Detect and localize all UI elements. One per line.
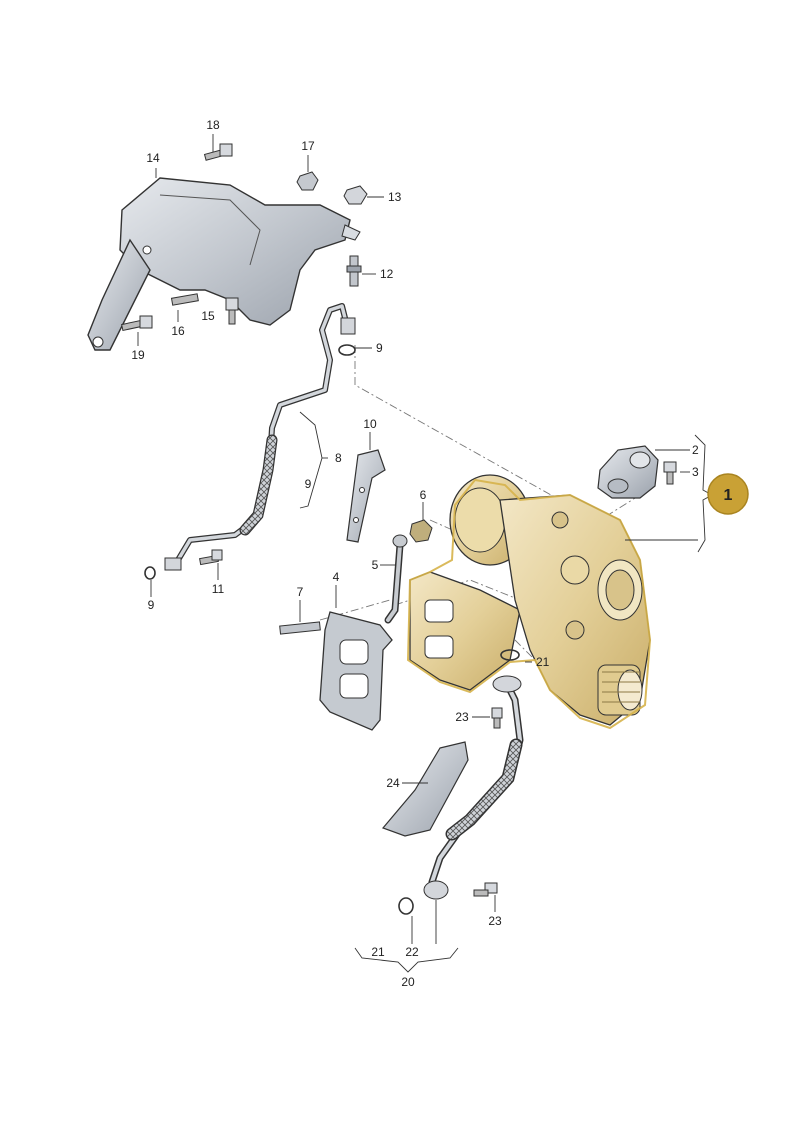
nut-6-icon <box>409 519 433 543</box>
callout-16[interactable]: 16 <box>171 324 185 338</box>
callout-17[interactable]: 17 <box>301 139 315 153</box>
callout-14[interactable]: 14 <box>146 151 160 165</box>
main-part-badge[interactable]: 1 <box>707 473 749 515</box>
seal-ring-21-icon <box>500 649 520 661</box>
callout-21-top[interactable]: 21 <box>536 655 550 669</box>
callout-19[interactable]: 19 <box>131 348 145 362</box>
callout-12[interactable]: 12 <box>380 267 394 281</box>
nut-13-icon <box>343 185 368 205</box>
bolt-23-icon <box>473 707 503 897</box>
bolt-18-icon <box>203 143 233 161</box>
turbocharger-icon <box>406 474 652 730</box>
bolt-3-icon <box>663 461 677 485</box>
callout-20[interactable]: 20 <box>401 975 415 989</box>
callout-7[interactable]: 7 <box>297 585 304 599</box>
badge-label: 1 <box>724 487 733 504</box>
callout-5[interactable]: 5 <box>372 558 379 572</box>
badge-circle <box>707 473 749 515</box>
banjo-fitting-icon <box>164 317 356 571</box>
gasket-icon <box>319 611 393 731</box>
leader-lines <box>137 134 713 973</box>
nut-17-icon <box>296 171 319 191</box>
heat-shield-strip-icon <box>381 741 469 837</box>
seal-ring-22-icon <box>398 897 414 915</box>
oil-feed-pipe-icon <box>172 303 351 568</box>
bolt-16-icon <box>170 293 199 306</box>
callout-9-mid[interactable]: 9 <box>305 477 312 491</box>
callout-22[interactable]: 22 <box>405 945 419 959</box>
callout-10[interactable]: 10 <box>363 417 377 431</box>
callout-23-top[interactable]: 23 <box>455 710 469 724</box>
callout-9-top[interactable]: 9 <box>376 341 383 355</box>
callout-3[interactable]: 3 <box>692 465 699 479</box>
bolt-19-icon <box>121 315 153 332</box>
callout-11[interactable]: 11 <box>212 582 225 596</box>
stud-12-icon <box>346 255 362 287</box>
callout-6[interactable]: 6 <box>420 488 427 502</box>
callout-4[interactable]: 4 <box>333 570 340 584</box>
seal-ring-9-icon <box>144 344 356 580</box>
callout-13[interactable]: 13 <box>388 190 402 204</box>
callout-labels: 18 17 14 13 12 9 16 15 19 8 9 9 11 10 6 … <box>131 118 699 989</box>
bolt-15-icon <box>225 297 239 325</box>
callout-15[interactable]: 15 <box>201 309 215 323</box>
callout-24[interactable]: 24 <box>386 776 400 790</box>
callout-9-bottom[interactable]: 9 <box>148 598 155 612</box>
oil-return-pipe-icon <box>428 676 524 886</box>
callout-2[interactable]: 2 <box>692 443 699 457</box>
callout-23-bottom[interactable]: 23 <box>488 914 502 928</box>
wastegate-actuator-icon <box>597 445 659 499</box>
support-bracket-icon <box>346 449 386 543</box>
heat-shield-icon <box>87 177 361 351</box>
callout-8[interactable]: 8 <box>335 451 342 465</box>
callout-21-bottom[interactable]: 21 <box>371 945 385 959</box>
bolt-11-icon <box>199 549 223 566</box>
connecting-bracket-icon <box>384 534 408 624</box>
stud-7-icon <box>279 621 321 635</box>
return-pipe-flange-icon <box>423 675 522 900</box>
callout-18[interactable]: 18 <box>206 118 220 132</box>
